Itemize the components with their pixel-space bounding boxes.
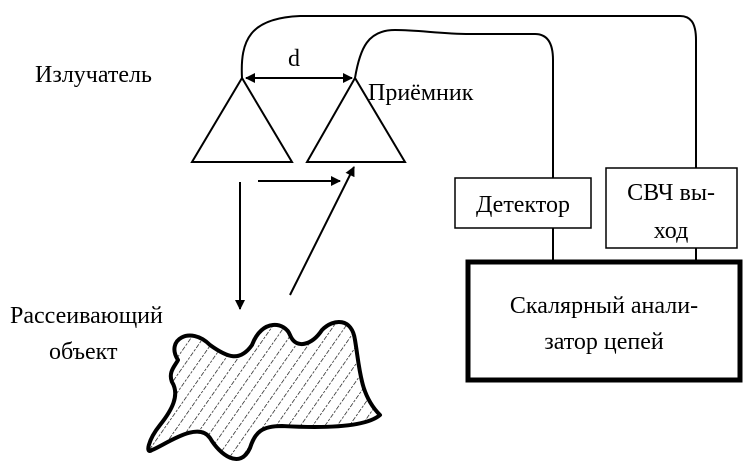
analyzer-box xyxy=(465,259,743,383)
receiver-cable xyxy=(354,28,554,262)
microwave-output-label-line1: СВЧ вы- xyxy=(627,180,715,206)
distance-label: d xyxy=(288,46,300,72)
detector-box xyxy=(454,177,592,229)
scattering-object xyxy=(146,320,382,461)
microwave-output-label-line2: ход xyxy=(654,218,689,244)
analyzer-label-line2: затор цепей xyxy=(544,329,664,355)
receiver-antenna xyxy=(305,76,407,163)
scatterer-label-line2: объект xyxy=(49,339,118,365)
detector-label: Детектор xyxy=(476,192,570,218)
emitter-label: Излучатель xyxy=(35,62,152,88)
analyzer-label-line1: Скалярный анали- xyxy=(510,293,698,319)
reflected-wave-arrow xyxy=(289,166,355,296)
microwave-output-box xyxy=(605,167,738,249)
scatterer-label-line1: Рассеивающий xyxy=(10,303,163,329)
receiver-label: Приёмник xyxy=(368,80,474,106)
emitter-antenna xyxy=(190,76,294,163)
